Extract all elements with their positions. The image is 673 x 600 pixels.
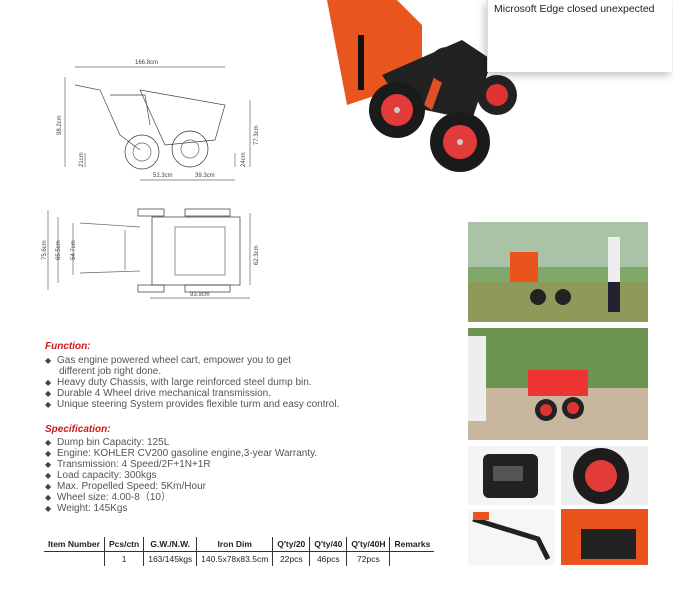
notification-text: Microsoft Edge closed unexpected [494,3,655,15]
col-header: Q'ty/20 [272,537,310,552]
cell: 72pcs [346,551,390,566]
function-item-cont: different job right done. [59,366,162,377]
photo-outdoor-use [468,222,648,322]
dim-inner2: 54.7cm [71,240,77,260]
cell [44,552,104,567]
spec-item: Transmission: 4 Speed/2F+1N+1R [45,459,385,470]
dim-rear-overhang: 39.3cm [195,173,215,179]
packing-table: Item Number Pcs/ctn G.W./N.W. Iron Dim Q… [44,537,435,567]
dim-bin-width: 62.3cm [254,245,260,265]
table-row: 1 163/145kgs 140.5x78x83.5cm 22pcs 46pcs… [44,551,435,567]
specification-title: Specification: [45,424,111,435]
photo-bin-detail [561,509,648,565]
side-view-drawing: 166.8cm 98.2cm 77.3cm 21cm 24cm 51.3cm 3… [57,60,260,181]
function-title: Function: [45,341,91,352]
col-header: G.W./N.W. [143,537,197,552]
cell: 1 [103,551,144,566]
col-header: Pcs/ctn [103,537,144,552]
photo-gravel-use [468,328,648,440]
cell: 46pcs [309,551,347,566]
photo-handlebar [468,509,555,565]
col-header: Item Number [44,537,105,552]
dim-bin-length: 93.9cm [190,292,210,298]
dim-width: 75.6cm [42,240,48,260]
function-section: Function: Gas engine powered wheel cart,… [45,341,385,410]
col-header: Q'ty/40 [309,537,347,552]
cell: 163/145kgs [143,551,197,566]
function-item: Durable 4 Wheel drive mechanical transmi… [45,388,385,399]
col-header: Remarks [389,537,435,552]
dim-wheelbase: 51.3cm [153,173,173,179]
spec-item: Load capacity: 300kgs [45,470,385,481]
spec-item: Dump bin Capacity: 125L [45,437,385,448]
function-item: Unique steering System provides flexible… [45,399,385,410]
dim-front-clear: 21cm [79,152,85,167]
dim-inner1: 65.5cm [56,240,62,260]
spec-item: Weight: 145Kgs [45,503,385,514]
col-header: Iron Dim [196,537,273,552]
col-header: Q'ty/40H [346,537,390,552]
spec-item: Engine: KOHLER CV200 gasoline engine,3-y… [45,448,385,459]
product-photo-main [327,0,517,172]
cell: 140.5x78x83.5cm [196,551,273,566]
function-item: Heavy duty Chassis, with large reinforce… [45,377,385,388]
photo-engine [468,446,555,505]
function-item: Gas engine powered wheel cart, empower y… [45,355,385,366]
dim-length: 166.8cm [135,60,158,66]
dim-height: 98.2cm [57,115,63,135]
cell: 22pcs [272,551,310,566]
spec-item: Wheel size: 4.00-8（10） [45,492,385,503]
cell [389,551,435,566]
top-view-drawing: 75.6cm 65.5cm 54.7cm 62.3cm 93.9cm [42,208,260,299]
spec-item: Max. Propelled Speed: 5Km/Hour [45,481,385,492]
photo-wheel [561,446,648,505]
edge-crash-notification[interactable]: Microsoft Edge closed unexpected [487,0,672,72]
dim-bin-height: 77.3cm [254,125,260,145]
dim-rear-clear: 24cm [241,152,247,167]
table-header-row: Item Number Pcs/ctn G.W./N.W. Iron Dim Q… [44,537,435,552]
specification-section: Specification: Dump bin Capacity: 125L E… [45,424,385,514]
